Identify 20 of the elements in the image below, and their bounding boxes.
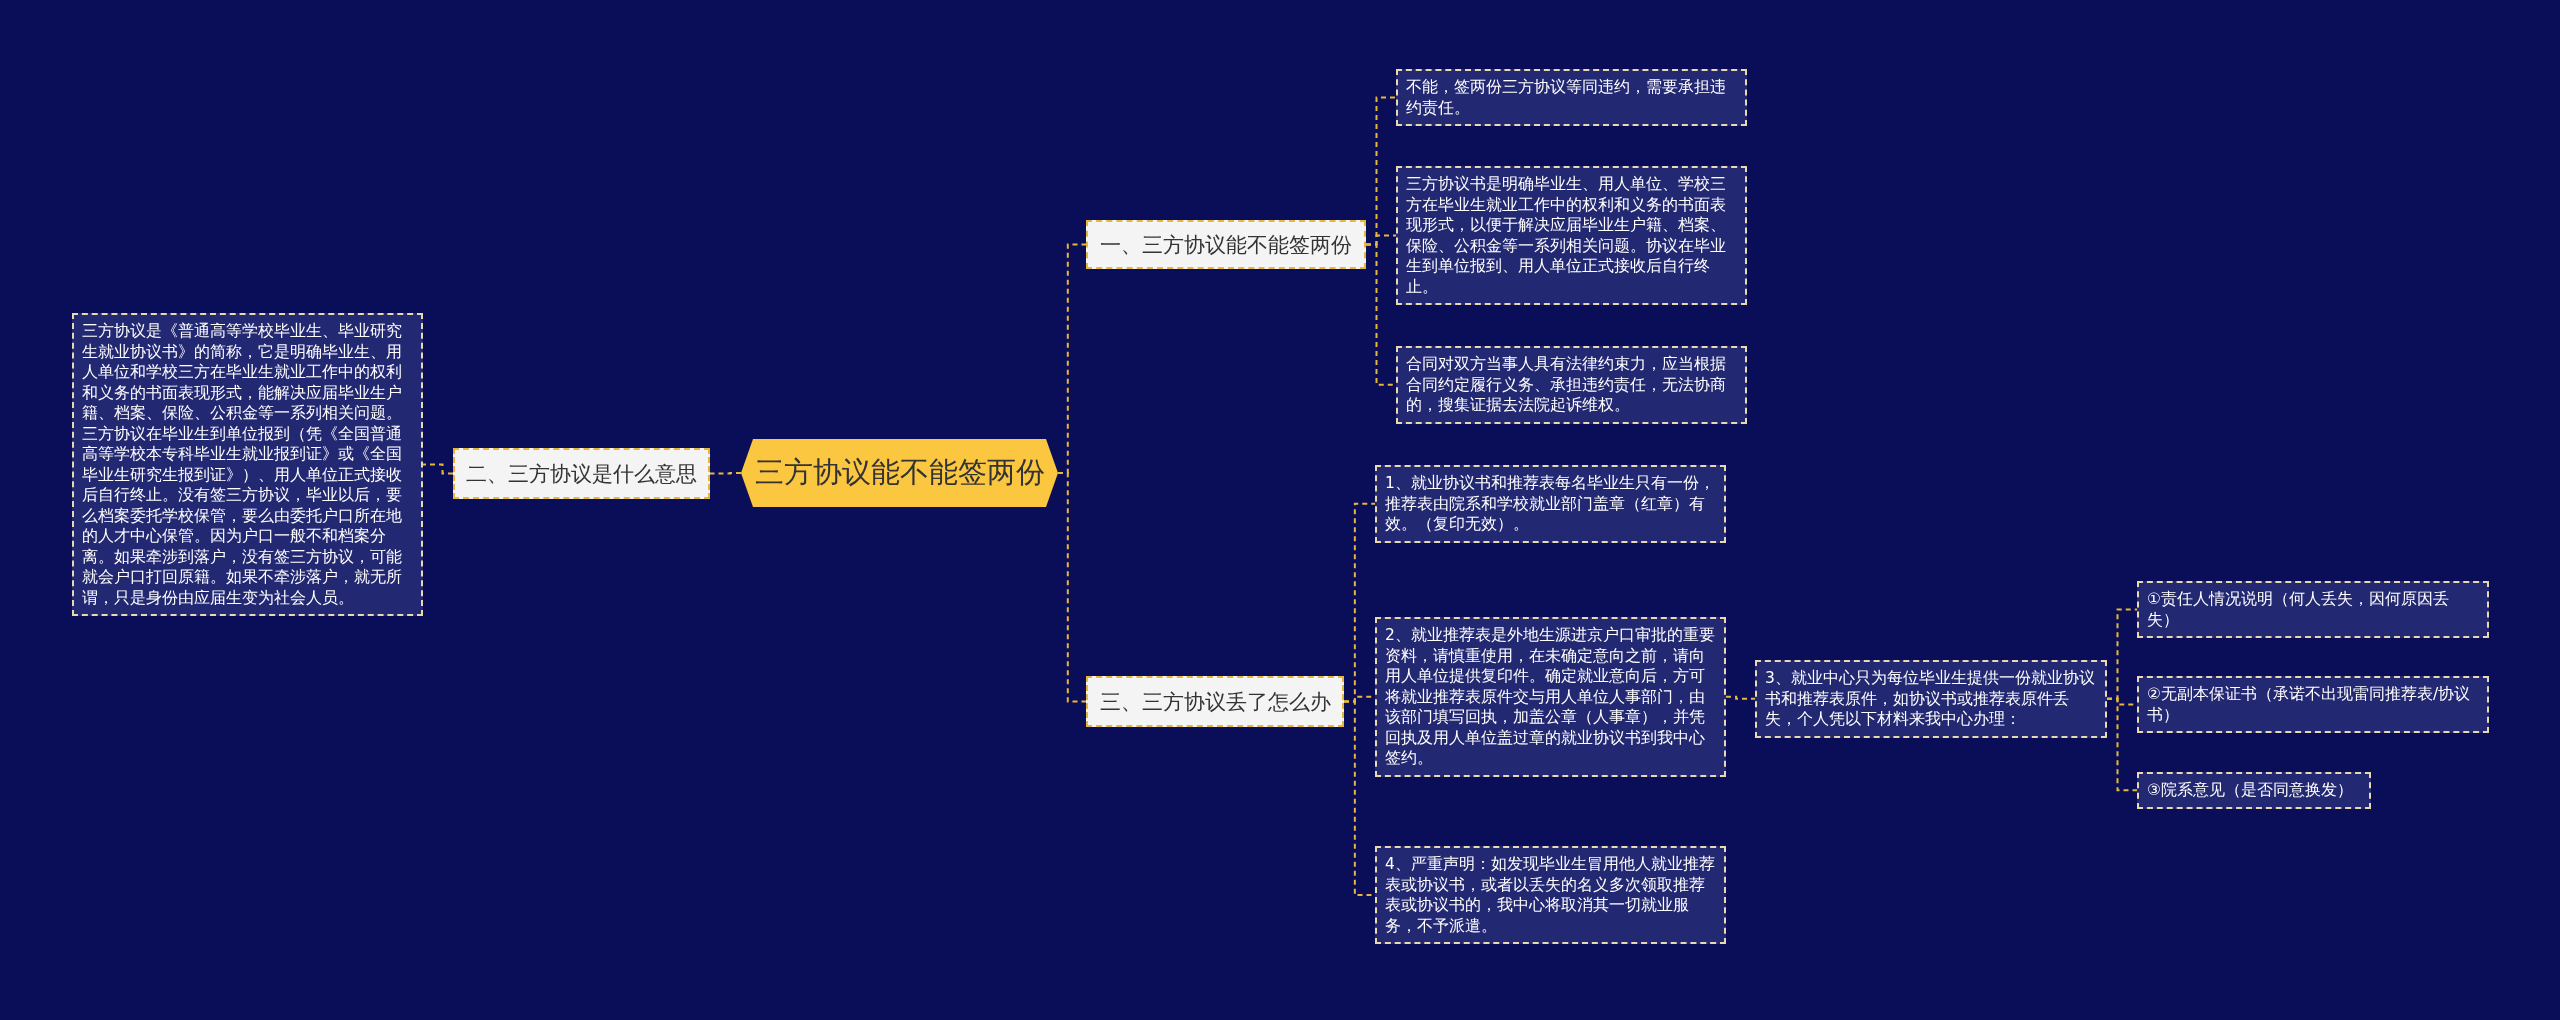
connector — [1057, 472, 1087, 703]
text-box: ②无副本保证书（承诺不出现雷同推荐表/协议书） — [2137, 676, 2489, 733]
text-box: 1、就业协议书和推荐表每名毕业生只有一份，推荐表由院系和学校就业部门盖章（红章）有效。（复印无效）。 — [1375, 465, 1726, 543]
topic-box: 二、三方协议是什么意思 — [453, 448, 710, 499]
text-box: 合同对双方当事人具有法律约束力，应当根据合同约定履行义务、承担违约责任，无法协商的，搜集证据去法院起诉维权。 — [1396, 346, 1747, 424]
topic-box: 三、三方协议丢了怎么办 — [1086, 676, 1344, 727]
text-box: 三方协议是《普通高等学校毕业生、毕业研究生就业协议书》的简称，它是明确毕业生、用人单位和学校三方在毕业生就业工作中的权利和义务的书面表现形式，能解决应届毕业生户籍、档案、保险、公积金等一系列相关问题。三方协议在毕业生到单位报到（凭《全国普通高等学校本专科毕业生就业报到证》或《全国毕业生研究生报到证》）、用人单位正式接收后自行终止。没有签三方协议，毕业以后，要么档案委托学校保管，要么由委托户口所在地的人才中心保管。因为户口一般不和档案分离。如果牵涉到落户，没有签三方协议，可能就会户口打回原籍。如果不牵涉落户，就无所谓，只是身份由应届生变为社会人员。 — [72, 313, 423, 616]
text-box: 2、就业推荐表是外地生源进京户口审批的重要资料，请慎重使用，在未确定意向之前，请向用人单位提供复印件。确定就业意向后，方可将就业推荐表原件交与用人单位人事部门，由该部门填写回执，加盖公章（人事章），并凭回执及用人单位盖过章的就业协议书到我中心签约。 — [1375, 617, 1726, 777]
text-box: 4、严重声明：如发现毕业生冒用他人就业推荐表或协议书，或者以丢失的名义多次领取推荐表或协议书的，我中心将取消其一切就业服务，不予派遣。 — [1375, 846, 1726, 944]
connector — [709, 472, 742, 475]
topic-box: 一、三方协议能不能签两份 — [1086, 220, 1366, 269]
text-box: 三方协议书是明确毕业生、用人单位、学校三方在毕业生就业工作中的权利和义务的书面表现形式，以便于解决应届毕业生户籍、档案、保险、公积金等一系列相关问题。协议在毕业生到单位报到、用人单位正式接收后自行终止。 — [1396, 166, 1747, 305]
connector — [1725, 695, 1756, 700]
connector — [422, 463, 454, 475]
text-box: 不能，签两份三方协议等同违约，需要承担违约责任。 — [1396, 69, 1747, 126]
text-box: ③院系意见（是否同意换发） — [2137, 772, 2371, 809]
text-box: ①责任人情况说明（何人丢失，因何原因丢失） — [2137, 581, 2489, 638]
topic-hexagon: 三方协议能不能签两份 — [741, 439, 1058, 507]
connector — [2106, 697, 2138, 792]
text-box: 3、就业中心只为每位毕业生提供一份就业协议书和推荐表原件，如协议书或推荐表原件丢失，个人凭以下材料来我中心办理： — [1755, 660, 2107, 738]
